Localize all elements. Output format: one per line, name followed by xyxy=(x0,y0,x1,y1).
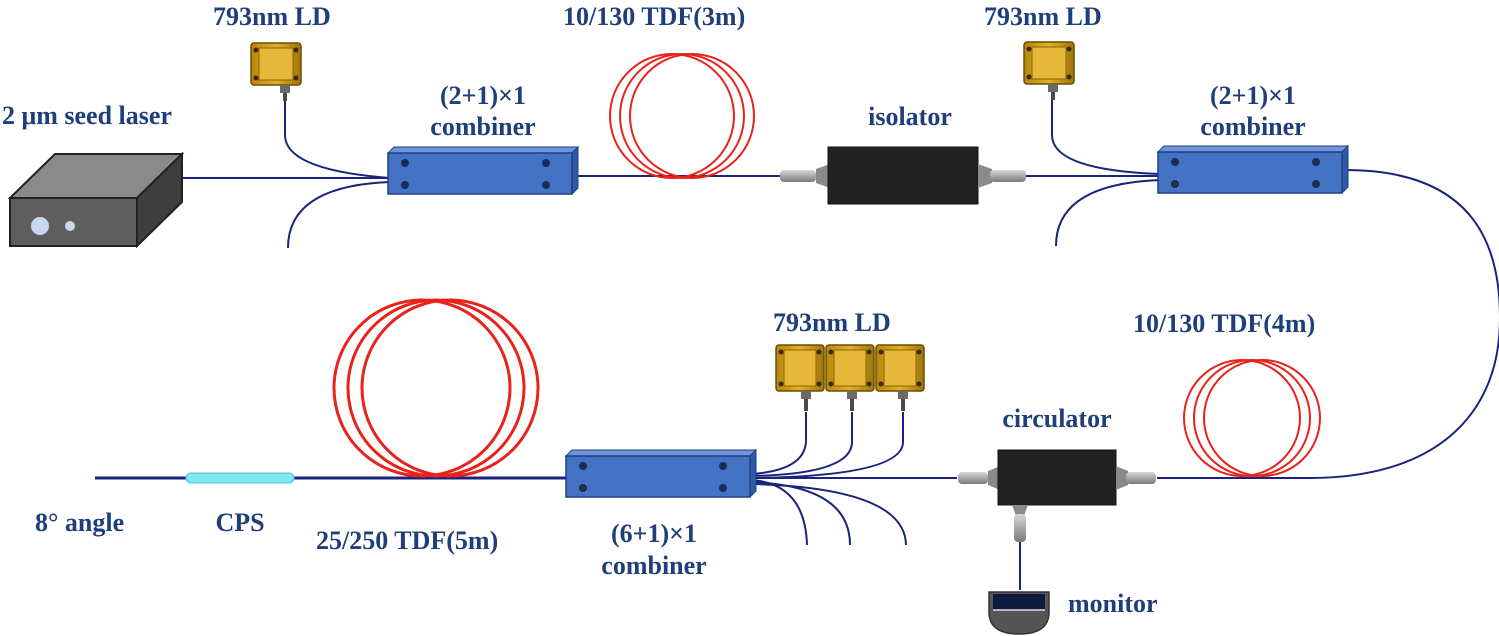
fiber-lines xyxy=(95,100,1499,590)
fiber-coil-icon xyxy=(1183,359,1321,477)
fiber-combiner2-pigtail xyxy=(1055,179,1161,247)
label-combiner3-name: combiner xyxy=(601,551,706,580)
fiber-comb3-pig-b xyxy=(751,481,851,546)
label-seed-laser: 2 μm seed laser xyxy=(2,101,172,130)
laser-diode-icon xyxy=(825,344,875,411)
label-cps: CPS xyxy=(215,508,264,537)
label-tdf-3: 25/250 TDF(5m) xyxy=(316,526,498,555)
fiber-comb3-pig-a xyxy=(751,479,808,546)
fiber-combiner-icon xyxy=(1156,144,1350,195)
laser-diode-icon xyxy=(875,344,925,411)
label-ld-1: 793nm LD xyxy=(213,2,331,31)
fiber-ld3c xyxy=(751,412,904,479)
laser-diode-icon xyxy=(1023,41,1075,100)
label-tdf-1: 10/130 TDF(3m) xyxy=(563,2,745,31)
label-combiner3-ratio: (6+1)×1 xyxy=(611,519,697,548)
fiber-ld1-to-combiner1 xyxy=(284,100,391,179)
cladding-power-stripper-icon xyxy=(185,472,295,484)
label-combiner1-ratio: (2+1)×1 xyxy=(440,81,526,110)
fiber-ld3b xyxy=(751,412,853,477)
label-tdf-2: 10/130 TDF(4m) xyxy=(1133,309,1315,338)
label-isolator: isolator xyxy=(868,102,952,131)
laser-diode-icon xyxy=(250,42,302,101)
fiber-combiner-icon xyxy=(564,448,758,499)
fiber-coil-icon xyxy=(332,298,540,478)
label-combiner1-name: combiner xyxy=(430,112,535,141)
label-combiner2-name: combiner xyxy=(1200,112,1305,141)
label-angle: 8° angle xyxy=(35,508,124,537)
isolator-icon xyxy=(780,146,1026,205)
label-circulator: circulator xyxy=(1002,404,1111,433)
seed-laser-box-icon xyxy=(7,151,185,249)
label-ld-2: 793nm LD xyxy=(984,2,1102,31)
fiber-coil-icon xyxy=(609,53,755,179)
monitor-icon xyxy=(988,591,1050,635)
fiber-return-loop xyxy=(1157,169,1499,479)
fiber-ld2-to-combiner2 xyxy=(1051,100,1161,175)
labels: 793nm LD 10/130 TDF(3m) 793nm LD 2 μm se… xyxy=(2,2,1315,618)
circulator-icon xyxy=(958,449,1156,542)
label-monitor: monitor xyxy=(1068,589,1158,618)
label-ld-3: 793nm LD xyxy=(773,308,891,337)
fiber-combiner-icon xyxy=(386,145,580,196)
fiber-combiner1-pigtail xyxy=(287,181,391,249)
fiber-comb3-pig-c xyxy=(751,483,907,546)
fiber-ld3a xyxy=(751,412,807,475)
laser-diode-icon xyxy=(775,344,825,411)
label-combiner2-ratio: (2+1)×1 xyxy=(1210,81,1296,110)
